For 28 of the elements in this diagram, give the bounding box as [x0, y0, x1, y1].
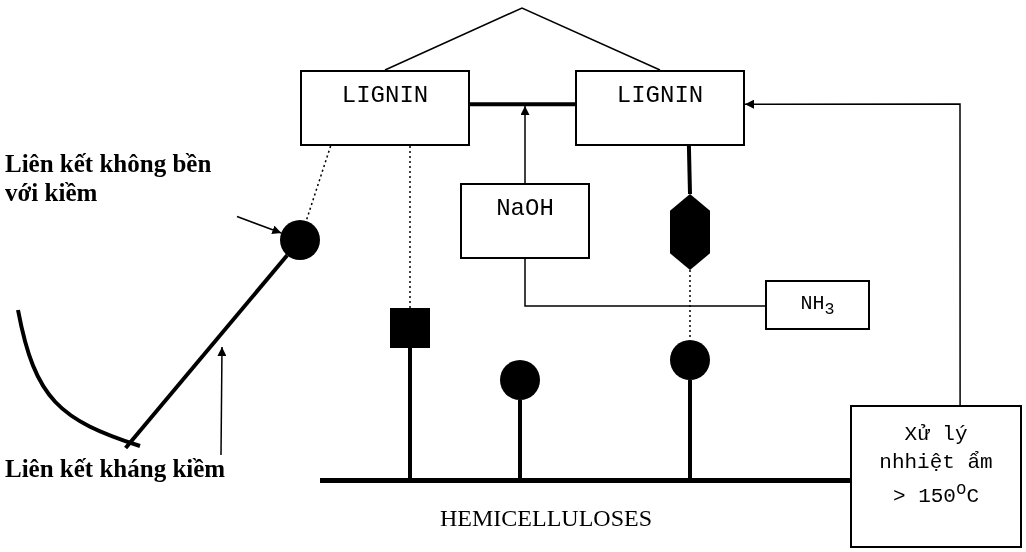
- connector-line: [384, 7, 661, 71]
- leader-line: [236, 215, 283, 235]
- arrow: [744, 99, 961, 406]
- leader-line: [217, 346, 227, 456]
- bond-circle: [670, 340, 710, 380]
- reagent-box: NH$_{3}$: [765, 280, 870, 330]
- annotation-text: Liên kết kháng kiềm: [5, 455, 245, 489]
- chain-curve: [16, 308, 142, 448]
- connector-line: [518, 400, 522, 478]
- annotation-text: Liên kết không bền với kiềm: [5, 150, 237, 220]
- connector-line: [408, 348, 412, 478]
- reagent-box: NaOH: [460, 183, 590, 259]
- connector-line: [409, 145, 411, 309]
- connector-line: [524, 258, 766, 307]
- treatment-box: Xử lý nhhiệt ẩm > 150$^{o}$C: [850, 405, 1022, 548]
- bond-circle: [280, 220, 320, 260]
- arrow: [520, 105, 530, 184]
- backbone-label: HEMICELLULOSES: [440, 505, 652, 532]
- lignin-box: LIGNIN: [575, 70, 745, 146]
- connector-line: [686, 145, 692, 195]
- bond-square: [390, 308, 430, 348]
- connector-line: [688, 380, 692, 478]
- lignin-box: LIGNIN: [300, 70, 470, 146]
- connector-line: [470, 102, 575, 107]
- bond-hexagon: [670, 194, 710, 270]
- connector-line: [305, 145, 332, 222]
- bond-circle: [500, 360, 540, 400]
- connector-line: [124, 254, 289, 450]
